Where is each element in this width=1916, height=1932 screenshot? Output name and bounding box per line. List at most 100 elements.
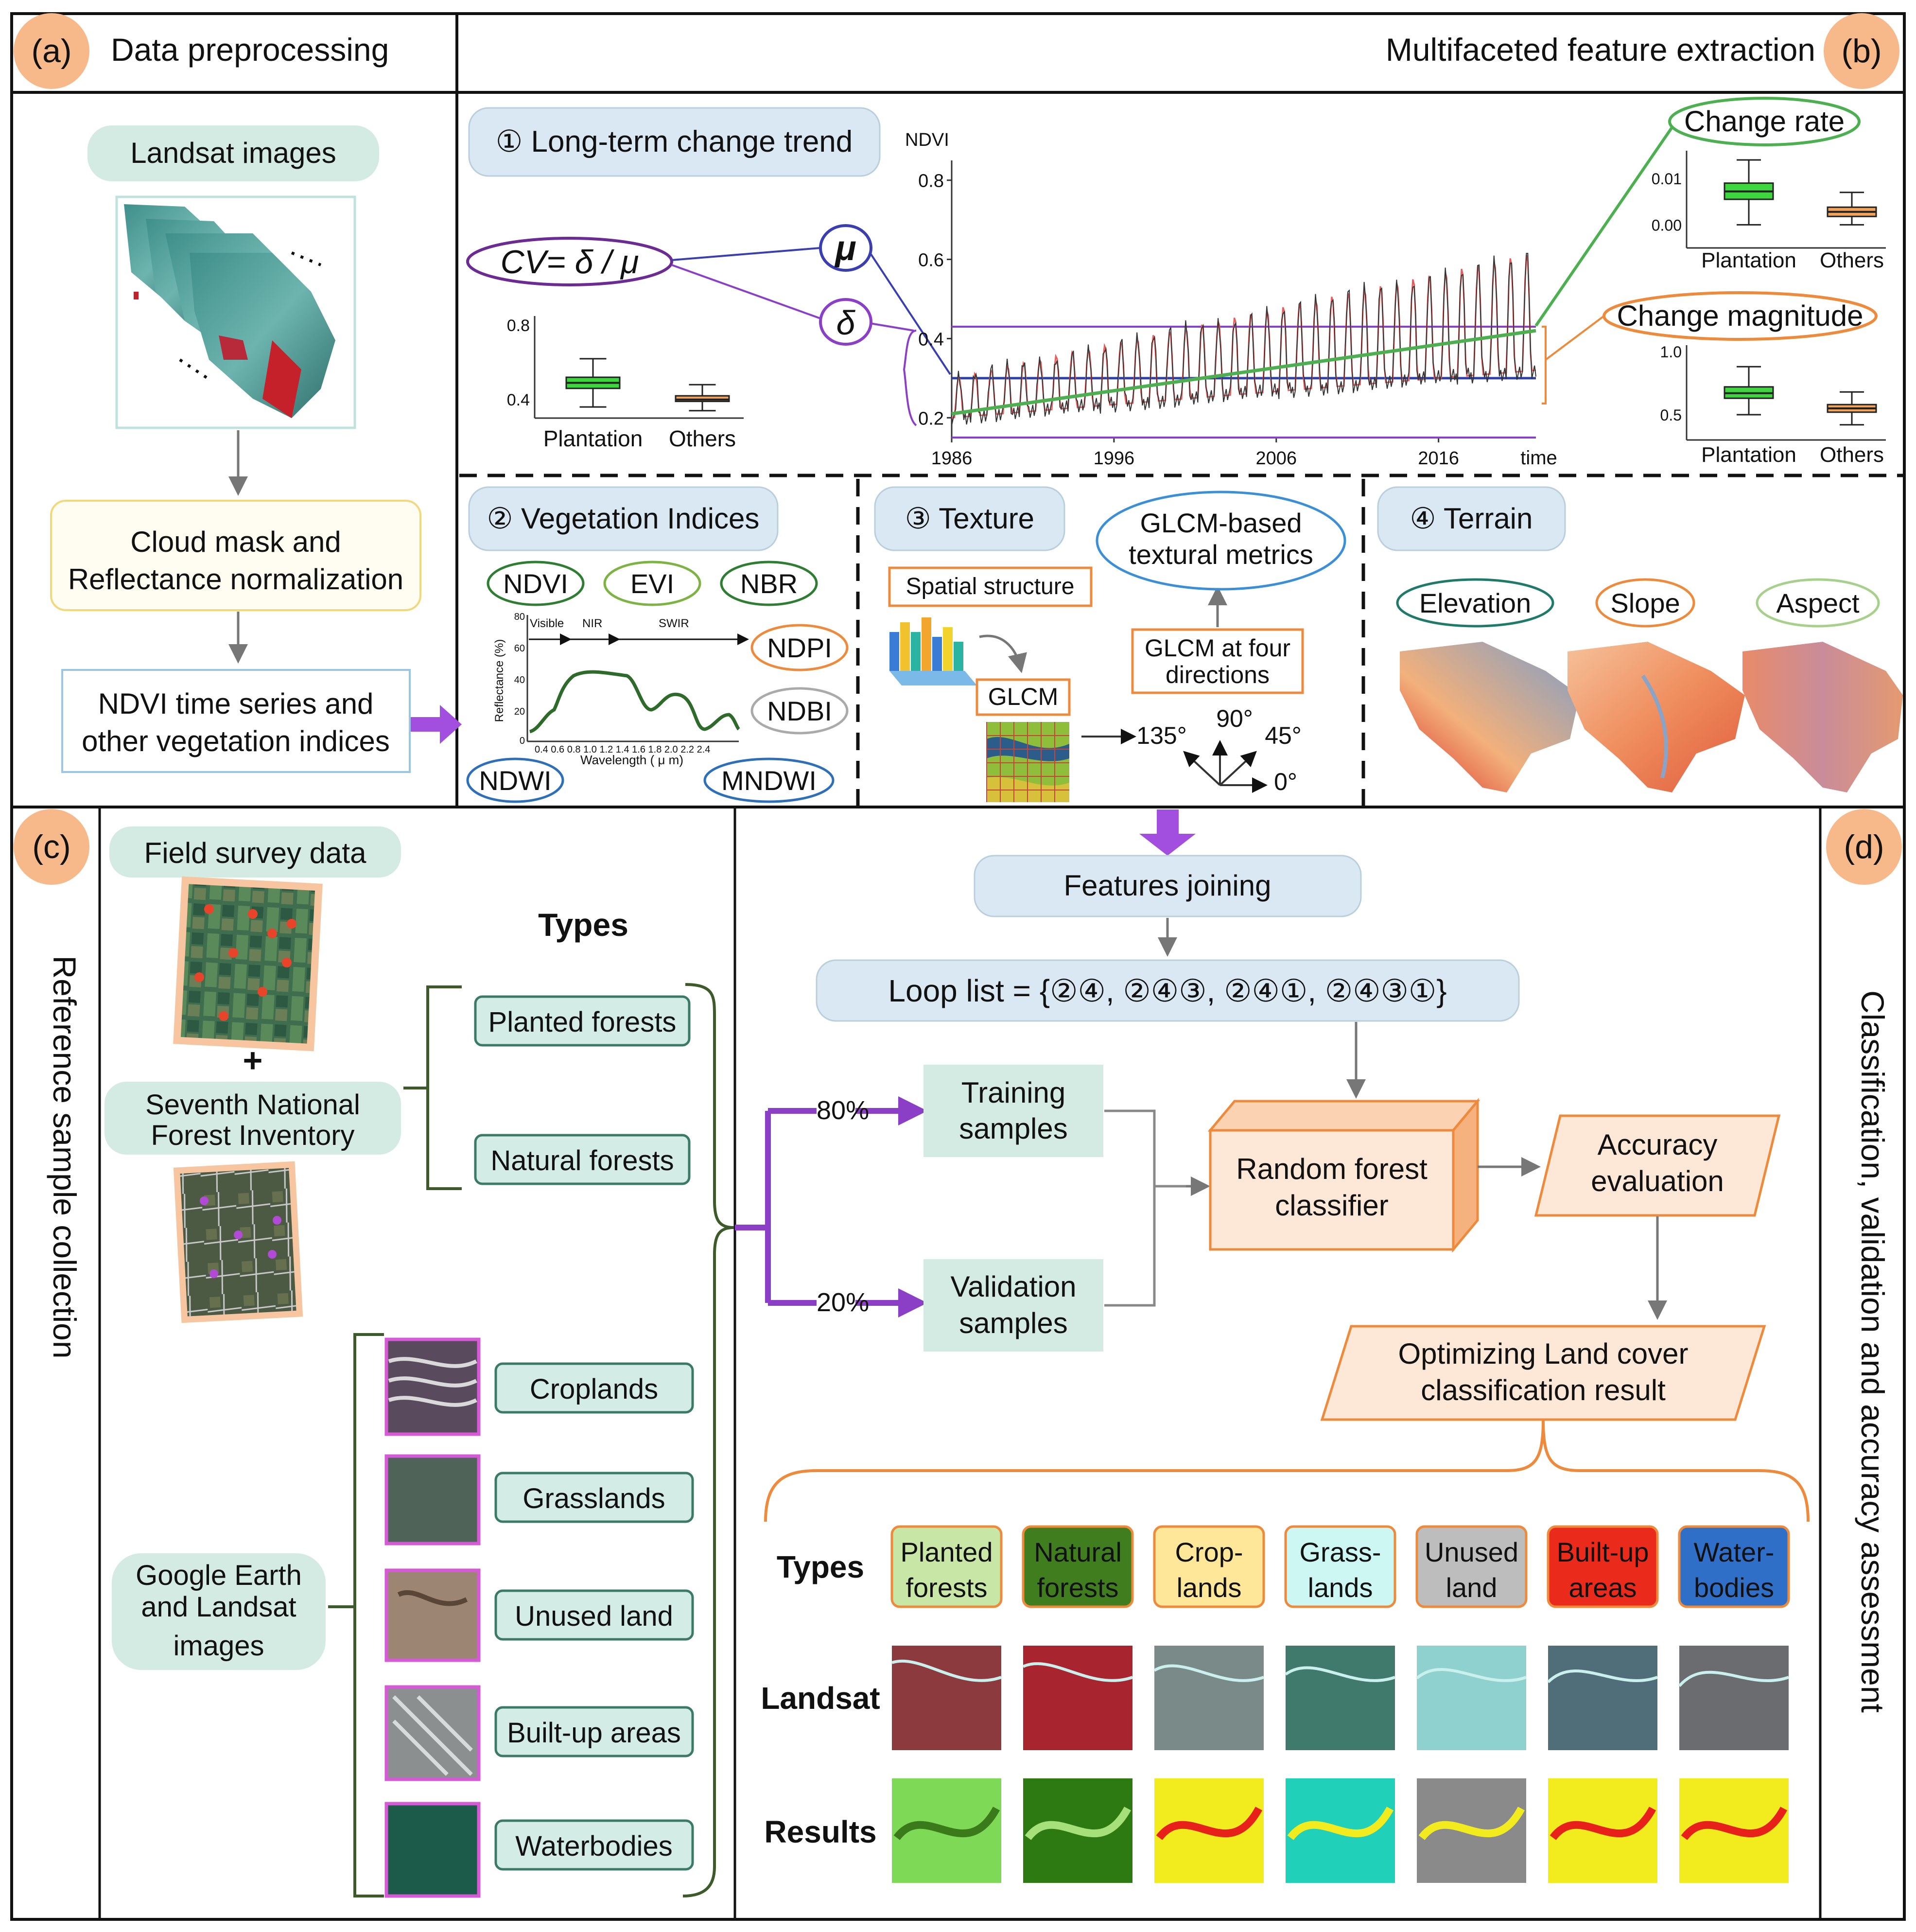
type-planted-forests-box [474, 995, 691, 1047]
type-waterbodies-box [494, 1819, 694, 1871]
rate-y-tick-1: 0.01 [1652, 170, 1682, 188]
type-grasslands: Grasslands [523, 1483, 665, 1514]
accuracy-line2: evaluation [1591, 1165, 1724, 1197]
ndvi-timeseries-line1: NDVI time series and [98, 687, 374, 720]
sample-thumbnails [384, 1337, 481, 1898]
result-thumb-feature [1681, 1807, 1788, 1841]
ndvi-x-tick-label: 1996 [1094, 448, 1135, 469]
validation-samples-box [923, 1259, 1103, 1352]
mu-to-chart-line [869, 252, 951, 375]
landsat-images-label: Landsat images [130, 137, 336, 169]
loop-list-box [816, 959, 1520, 1022]
glcm-matrix-image [986, 722, 1069, 802]
landsat-thumb [1679, 1646, 1789, 1750]
spatial-structure-box [888, 566, 1093, 607]
mag-y-tick-10: 1.0 [1660, 343, 1682, 361]
svg-text:60: 60 [514, 643, 525, 654]
svg-text:0: 0 [520, 736, 525, 746]
panel-a-circle [14, 13, 89, 89]
index-mndwi: MNDWI [721, 765, 817, 796]
sec2-title-box [468, 486, 779, 551]
index-mndwi-ellipse [703, 757, 835, 803]
legend-label-line2: forests [1037, 1572, 1118, 1603]
legend-label-line2: lands [1308, 1572, 1373, 1603]
glcm-four-line2: directions [1166, 661, 1270, 688]
landsat-thumb-texture [1416, 1668, 1527, 1682]
legend-label-line1: Built-up [1557, 1537, 1649, 1567]
svg-text:0.4 0.6 0.8 1.0 1.2 1.4: 0.4 0.6 0.8 1.0 1.2 1.4 1.6 1.8 2.0 2.2 … [535, 744, 710, 755]
type-planted-forests: Planted forests [488, 1006, 677, 1038]
legend-label-line2: bodies [1694, 1572, 1774, 1603]
change-magnitude-ellipse [1602, 291, 1878, 341]
field-survey-box [109, 826, 401, 878]
pct-val: 20% [817, 1288, 869, 1317]
training-line1: Training [961, 1076, 1066, 1109]
inventory-box [105, 1082, 401, 1155]
legend-swatch [1284, 1525, 1396, 1608]
panel-c-letter: (c) [32, 828, 70, 865]
training-samples-box [923, 1065, 1103, 1157]
cv-y-tick-08: 0.8 [507, 316, 530, 335]
change-rate-chart: 0.00 0.01 Plantation Others [1652, 151, 1886, 272]
landsat-thumb [1417, 1646, 1526, 1750]
landsat-thumb-texture [1678, 1670, 1789, 1687]
legend-label-line2: lands [1177, 1572, 1242, 1603]
rate-cat-others: Others [1820, 248, 1884, 272]
pct-train: 80% [817, 1096, 869, 1125]
cv-to-delta-line [671, 264, 821, 319]
cloud-mask-line2: Reflectance normalization [68, 563, 403, 596]
ndvi-y-tick-label: 0.8 [918, 171, 944, 192]
slope-ellipse [1595, 578, 1695, 628]
mag-cat-plantation: Plantation [1701, 443, 1796, 467]
ndvi-x-tick-label: 2016 [1418, 448, 1459, 469]
legend-swatch [1022, 1525, 1134, 1608]
delta-bracket [903, 330, 917, 426]
index-ndbi: NDBI [767, 696, 832, 726]
magnitude-connector [1545, 315, 1605, 361]
sec4-title: ④ Terrain [1410, 502, 1533, 535]
legend-label-line1: Grass- [1300, 1537, 1381, 1567]
forest-types-bracket [426, 985, 462, 1190]
legend-label-line1: Planted [901, 1537, 993, 1567]
svg-text:20: 20 [514, 706, 525, 717]
landsat-thumbnails [891, 1646, 1789, 1750]
change-magnitude-label: Change magnitude [1617, 299, 1863, 332]
panel-b-letter: (b) [1841, 33, 1881, 70]
change-magnitude-chart: 0.5 1.0 Plantation Others [1660, 343, 1886, 467]
optimizing-line1: Optimizing Land cover [1398, 1337, 1689, 1370]
spectrum-xlabel: Wavelength ( μ m) [580, 753, 683, 767]
svg-text:80: 80 [514, 612, 525, 622]
panel-b-circle [1824, 13, 1899, 89]
type-built-up: Built-up areas [507, 1717, 681, 1749]
terrain-elevation: Elevation [1419, 588, 1531, 618]
panel-d-title: Classification, validation and accuracy … [1855, 990, 1891, 1713]
sec2-title: ② Vegetation Indices [487, 502, 760, 535]
type-unused-land-box [494, 1589, 694, 1641]
terrain-slope: Slope [1610, 588, 1680, 618]
index-ndbi-ellipse [750, 687, 849, 735]
legend-label-line2: forests [906, 1572, 987, 1603]
validation-line1: Validation [950, 1270, 1076, 1303]
thumb-grasslands [384, 1454, 481, 1546]
time-axis-label: time [1520, 447, 1557, 469]
glcm-box [975, 678, 1071, 716]
result-thumb-feature [1025, 1807, 1132, 1841]
other-types-bracket [353, 1333, 384, 1897]
landsat-thumb-texture [891, 1659, 1002, 1682]
ndvi-timeseries-box [61, 669, 411, 773]
trend-line [951, 329, 1536, 416]
angle-0: 0° [1274, 768, 1297, 795]
type-waterbodies: Waterbodies [515, 1830, 672, 1862]
landsat-thumb [1286, 1646, 1395, 1750]
change-rate-ellipse [1668, 97, 1861, 146]
box-cv-chart: 0.4 0.8 Plantation Others [507, 316, 744, 451]
row-types-label: Types [777, 1549, 864, 1584]
legend-label-line2: areas [1568, 1572, 1637, 1603]
validation-line2: samples [959, 1307, 1067, 1339]
delta-ellipse [819, 298, 872, 346]
legend-label-line1: Crop- [1175, 1537, 1243, 1567]
features-joining-label: Features joining [1064, 869, 1272, 902]
